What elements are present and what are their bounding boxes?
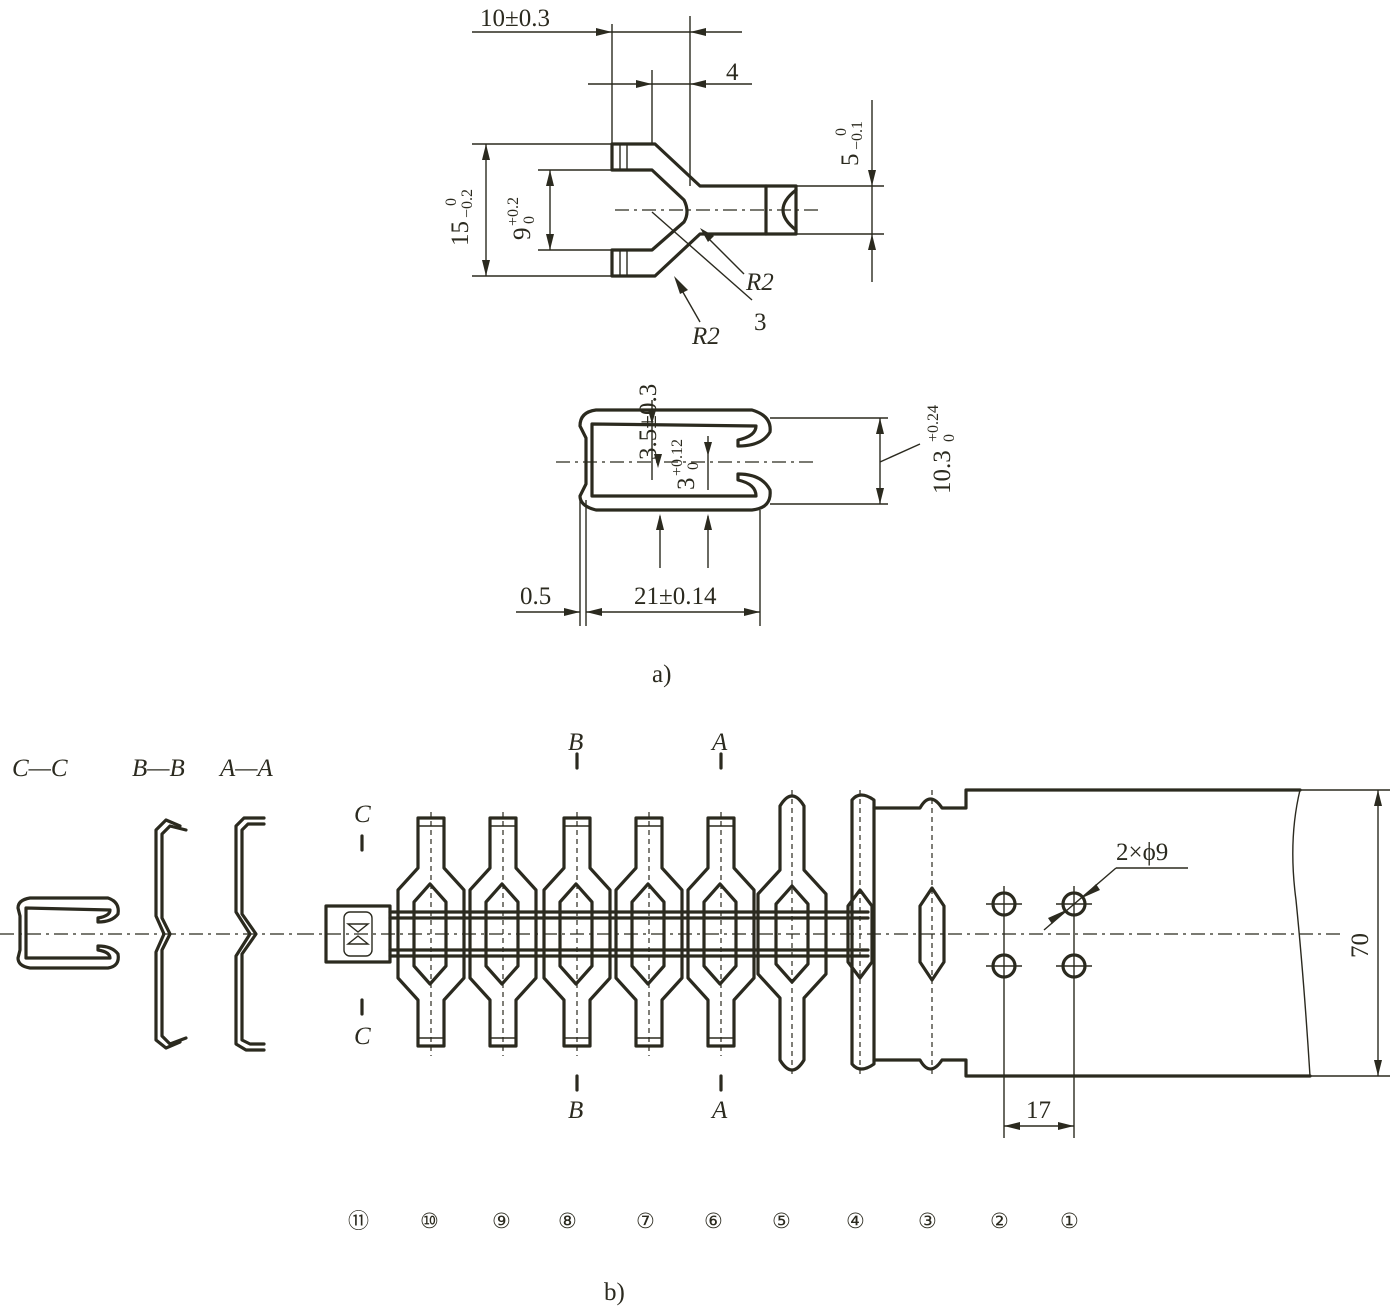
- station-number: ②: [990, 1209, 1009, 1233]
- station-8-part: [542, 812, 612, 1056]
- dim-lip-label: 3.5±0.3: [635, 384, 662, 460]
- dim-height-main-label: 15: [447, 221, 474, 246]
- station-number: ⑥: [704, 1209, 723, 1233]
- station-3-part: [918, 790, 946, 1076]
- part-b-strip: 2×ϕ9 17 70 C C B B A A: [300, 729, 1390, 1138]
- radius-lower-label: R2: [691, 323, 720, 350]
- station-number: ⑪: [348, 1209, 369, 1233]
- hole-label: 2×ϕ9: [1116, 839, 1168, 866]
- dim-width-label: 10±0.3: [480, 5, 550, 32]
- station-number: ⑨: [492, 1209, 511, 1233]
- station-2-holes: [986, 886, 1022, 1138]
- station-number: ③: [918, 1209, 937, 1233]
- cut-b-bottom: B: [568, 1097, 583, 1124]
- caption-a: a): [652, 661, 671, 688]
- section-label-aa: A—A: [218, 755, 274, 782]
- station-numbers: ⑪ ⑩ ⑨ ⑧ ⑦ ⑥ ⑤ ④ ③ ② ①: [348, 1209, 1079, 1233]
- part-a-profile: 10.3 +0.24 0 3.5±0.3 3 +0.12 0 0.5 21±0.…: [516, 384, 958, 688]
- radius-upper-label: R2: [745, 269, 774, 296]
- dim-pitch-label: 17: [1026, 1097, 1051, 1124]
- dim-thickness-label: 0.5: [520, 583, 551, 610]
- dim-profile-height-label: 10.3: [929, 450, 956, 494]
- dim-gap-label: 3: [754, 309, 767, 336]
- dim-flange-label: 4: [726, 59, 739, 86]
- dim-height-main-tol-lower: −0.2: [459, 189, 476, 218]
- station-10-part: [396, 812, 466, 1056]
- part-b-sections: C—C B—B A—A: [0, 755, 300, 1052]
- dim-height-main-tol-upper: 0: [443, 198, 460, 206]
- station-number: ①: [1060, 1209, 1079, 1233]
- dim-strip-width-label: 70: [1347, 933, 1374, 958]
- dim-inner-tol-upper: +0.2: [505, 197, 522, 226]
- station-5-part: [756, 790, 828, 1076]
- station-1-holes: [1056, 886, 1092, 1138]
- dim-profile-height-tol-lower: 0: [941, 434, 958, 442]
- dim-slot-tol-lower: −0.1: [849, 121, 866, 150]
- station-6-part: [686, 812, 756, 1056]
- dim-slot-label: 5: [837, 154, 864, 167]
- dim-profile-width-label: 21±0.14: [634, 583, 717, 610]
- dim-opening-tol-lower: 0: [685, 462, 702, 470]
- station-number: ⑤: [772, 1209, 791, 1233]
- station-number: ⑧: [558, 1209, 577, 1233]
- station-number: ④: [846, 1209, 865, 1233]
- dim-inner-label: 9: [509, 228, 536, 241]
- dim-inner-tol-lower: 0: [521, 216, 538, 224]
- cut-c-top: C: [354, 801, 371, 828]
- dim-slot-tol-upper: 0: [833, 128, 850, 136]
- cut-c-bottom: C: [354, 1023, 371, 1050]
- cut-b-top: B: [568, 729, 583, 756]
- part-a-blank: 10±0.3 4 15 0 −0.2 9 +0.2 0 5 0 −: [443, 5, 884, 350]
- station-9-part: [468, 812, 538, 1056]
- cut-a-bottom: A: [710, 1097, 728, 1124]
- dim-profile-height-tol-upper: +0.24: [925, 405, 942, 442]
- cut-a-top: A: [710, 729, 728, 756]
- caption-b: b): [604, 1279, 625, 1306]
- station-4-part: [846, 790, 876, 1076]
- dim-opening-label: 3: [673, 478, 700, 491]
- section-label-cc: C—C: [12, 755, 68, 782]
- dim-opening-tol-upper: +0.12: [669, 439, 686, 476]
- station-number: ⑩: [420, 1209, 439, 1233]
- station-number: ⑦: [636, 1209, 655, 1233]
- section-label-bb: B—B: [132, 755, 185, 782]
- station-7-part: [614, 812, 684, 1056]
